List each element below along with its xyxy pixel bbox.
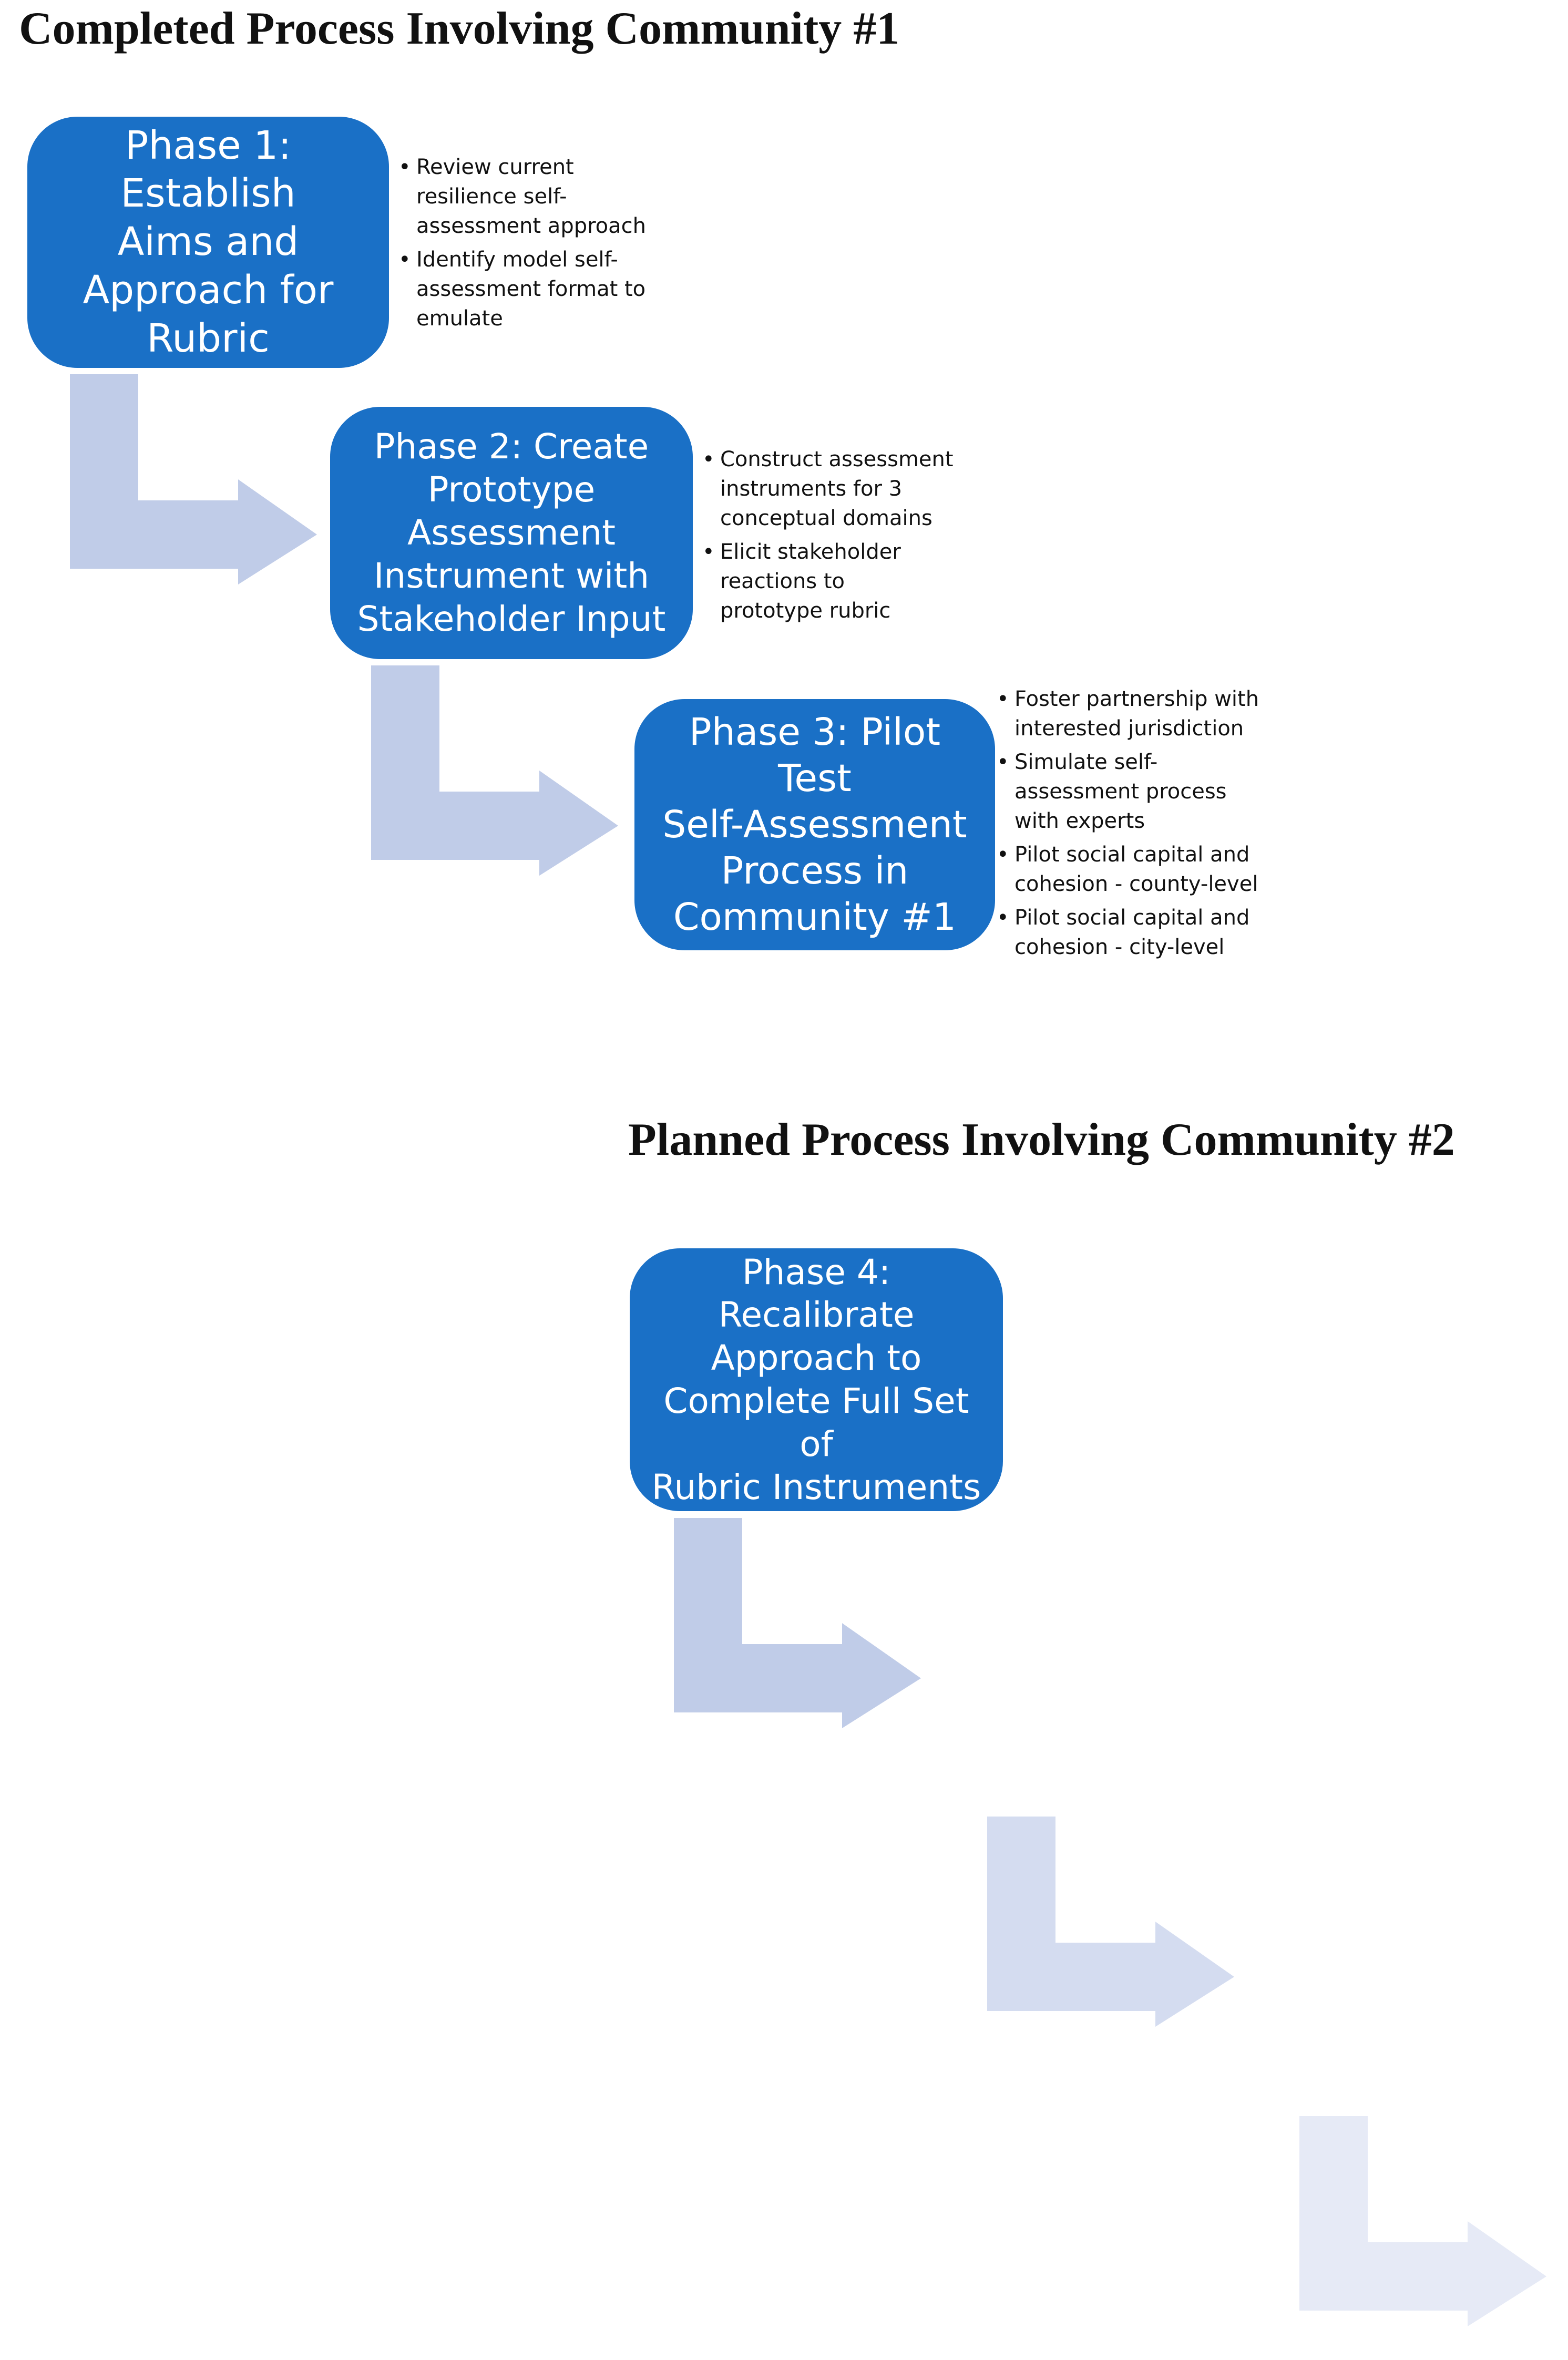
bullet-item: Simulate self- assessment process with e… [997,747,1333,836]
bent-arrow-3 [674,1518,921,1728]
phase-4-label: Phase 4: Recalibrate Approach to Complet… [651,1251,981,1507]
bent-arrow-1 [70,374,317,584]
phase-1-label: Phase 1: Establish Aims and Approach for… [83,122,334,361]
phase-3-bullets: Foster partnership with interested juris… [997,684,1333,966]
bullet-item: Construct assessment instruments for 3 c… [702,445,997,533]
bent-arrow-2 [371,665,618,876]
planned-process-heading: Planned Process Involving Community #2 [628,1114,1455,1165]
phase-1-bullets: Review current resilience self- assessme… [398,152,693,337]
bent-arrow-5 [1299,2116,1546,2326]
bent-arrow-4 [987,1817,1234,2027]
bullet-item: Elicit stakeholder reactions to prototyp… [702,537,997,625]
bullet-item: Pilot social capital and cohesion - coun… [997,840,1333,899]
bullet-item: Review current resilience self- assessme… [398,152,693,241]
phase-2-bullets: Construct assessment instruments for 3 c… [702,445,997,630]
bullet-item: Foster partnership with interested juris… [997,684,1333,743]
completed-process-heading: Completed Process Involving Community #1 [19,3,900,54]
phase-3-box: Phase 3: Pilot Test Self-Assessment Proc… [634,699,995,950]
phase-2-label: Phase 2: Create Prototype Assessment Ins… [357,426,666,639]
phase-3-label: Phase 3: Pilot Test Self-Assessment Proc… [662,710,967,939]
bullet-item: Identify model self- assessment format t… [398,245,693,333]
bullet-item: Pilot social capital and cohesion - city… [997,903,1333,962]
phase-1-box: Phase 1: Establish Aims and Approach for… [27,117,389,368]
phase-4-box: Phase 4: Recalibrate Approach to Complet… [630,1248,1003,1511]
phase-2-box: Phase 2: Create Prototype Assessment Ins… [330,407,693,659]
